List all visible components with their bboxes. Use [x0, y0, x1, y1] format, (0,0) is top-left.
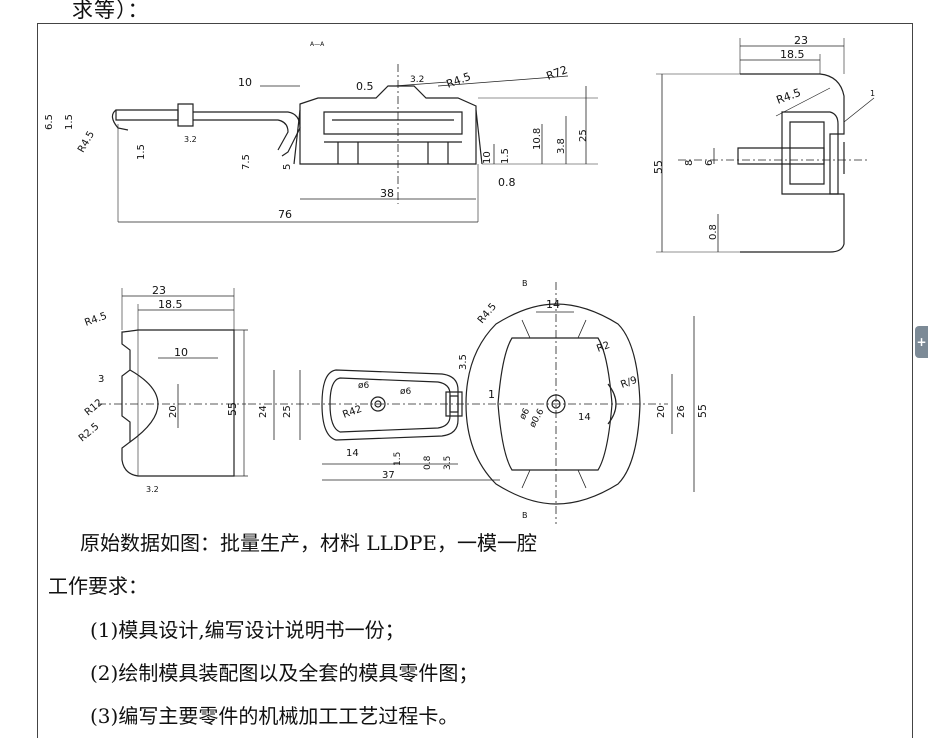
- top-dim-8: ø6: [400, 387, 412, 397]
- top-dim-11: 20: [656, 405, 667, 418]
- top-dim-20: 1.5: [393, 452, 403, 466]
- section-dim-right-3: 25: [578, 129, 589, 142]
- top-dim-16: ø6: [518, 407, 532, 422]
- section-dim-right-2: 3.8: [556, 138, 567, 154]
- top-dim-15: 24: [258, 405, 269, 418]
- table-border-left: [37, 23, 38, 738]
- section-dim-top-3: 3.2: [410, 75, 424, 85]
- left-dim-3: R4.5: [83, 311, 108, 329]
- heading-tail: 求等）：: [72, 0, 150, 22]
- top-dim-21: 0.8: [423, 455, 433, 470]
- section-misc-2: 5: [282, 164, 293, 170]
- requirement-item-1: (1)模具设计,编写设计说明书一份；: [90, 618, 405, 642]
- section-dim-right-4: 10: [482, 151, 493, 164]
- top-dim-17: ø0.6: [528, 407, 547, 429]
- left-view: 23 18.5 R4.5 10 3 R12 20 R2.5 55 3.2: [77, 284, 248, 494]
- section-dim-right-6: 0.8: [498, 176, 516, 189]
- top-dim-23: 37: [382, 470, 395, 481]
- top-dim-5: R2: [595, 340, 611, 355]
- side-dim-8: 0.8: [708, 224, 719, 240]
- section-dim-bottom-2: 76: [278, 208, 292, 221]
- section-label: A—A: [310, 41, 325, 48]
- top-dim-4: 3.5: [458, 354, 469, 370]
- section-dim-top-4: R4.5: [445, 70, 473, 91]
- side-dim-3: R4.5: [775, 86, 803, 107]
- section-view: A—A 10 0.5 3.2 R4.5 R72 6.5: [44, 41, 598, 223]
- side-dim-2: 18.5: [780, 48, 805, 61]
- requirement-item-2: (2)绘制模具装配图以及全套的模具零件图；: [90, 661, 479, 685]
- requirements-heading: 工作要求：: [48, 574, 148, 598]
- section-dim-right-1: 10.8: [532, 128, 543, 150]
- section-dim-left-1: 6.5: [44, 114, 55, 130]
- left-dim-1: 23: [152, 284, 166, 297]
- plus-icon: +: [916, 335, 927, 349]
- top-dim-19: 14: [346, 448, 359, 459]
- table-border-right: [912, 23, 913, 738]
- left-dim-4: 10: [174, 346, 188, 359]
- left-dim-2: 18.5: [158, 298, 183, 311]
- section-dim-top-2: 0.5: [356, 80, 374, 93]
- top-dim-9: R42: [341, 404, 363, 421]
- side-view: 23 18.5 R4.5 1 55 8 6 0.8: [652, 34, 875, 253]
- left-dim-7: 20: [168, 405, 179, 418]
- description-line: 原始数据如图：批量生产，材料 LLDPE，一模一腔: [80, 531, 538, 555]
- section-misc-3: 3.2: [184, 135, 197, 144]
- section-misc-1: 7.5: [241, 154, 252, 170]
- left-dim-10: 3.2: [146, 485, 159, 494]
- left-dim-9: 55: [226, 402, 239, 416]
- table-border-top: [37, 23, 913, 24]
- left-dim-5: 3: [98, 374, 104, 385]
- top-dim-22: 3.5: [443, 456, 453, 470]
- expand-side-tab[interactable]: +: [915, 326, 928, 358]
- requirement-item-3: (3)编写主要零件的机械加工工艺过程卡。: [90, 704, 459, 728]
- side-dim-4: 1: [870, 89, 875, 98]
- top-dim-12: 26: [676, 405, 687, 418]
- engineering-drawing: A—A 10 0.5 3.2 R4.5 R72 6.5: [44, 34, 875, 524]
- left-dim-8: R2.5: [77, 421, 102, 444]
- section-dim-left-3: R4.5: [76, 129, 97, 154]
- side-dim-5: 55: [652, 160, 665, 174]
- section-dim-top-1: 10: [238, 76, 252, 89]
- top-view: B 14 R4.5 3.5 R2 R/9 ø6 ø6 R42 1 20 26 5…: [248, 279, 709, 524]
- top-dim-6: R/9: [619, 375, 638, 391]
- top-dim-10: 1: [488, 388, 495, 401]
- top-dim-1: B: [522, 279, 528, 288]
- top-dim-13: 55: [696, 404, 709, 418]
- section-dim-right-5: 1.5: [500, 148, 511, 164]
- side-dim-7: 6: [704, 160, 715, 166]
- top-dim-14: 25: [282, 405, 293, 418]
- side-dim-6: 8: [684, 160, 695, 166]
- top-dim-3: R4.5: [476, 301, 499, 326]
- section-dim-top-5: R72: [545, 63, 570, 83]
- top-dim-7: ø6: [358, 381, 370, 391]
- top-dim-18: 14: [578, 412, 591, 423]
- top-dim-24: B: [522, 511, 528, 520]
- side-dim-1: 23: [794, 34, 808, 47]
- section-dim-bottom-1: 38: [380, 187, 394, 200]
- left-dim-6: R12: [83, 397, 105, 418]
- section-dim-left-4: 1.5: [136, 144, 147, 160]
- top-dim-2: 14: [546, 298, 560, 311]
- section-dim-left-2: 1.5: [64, 114, 75, 130]
